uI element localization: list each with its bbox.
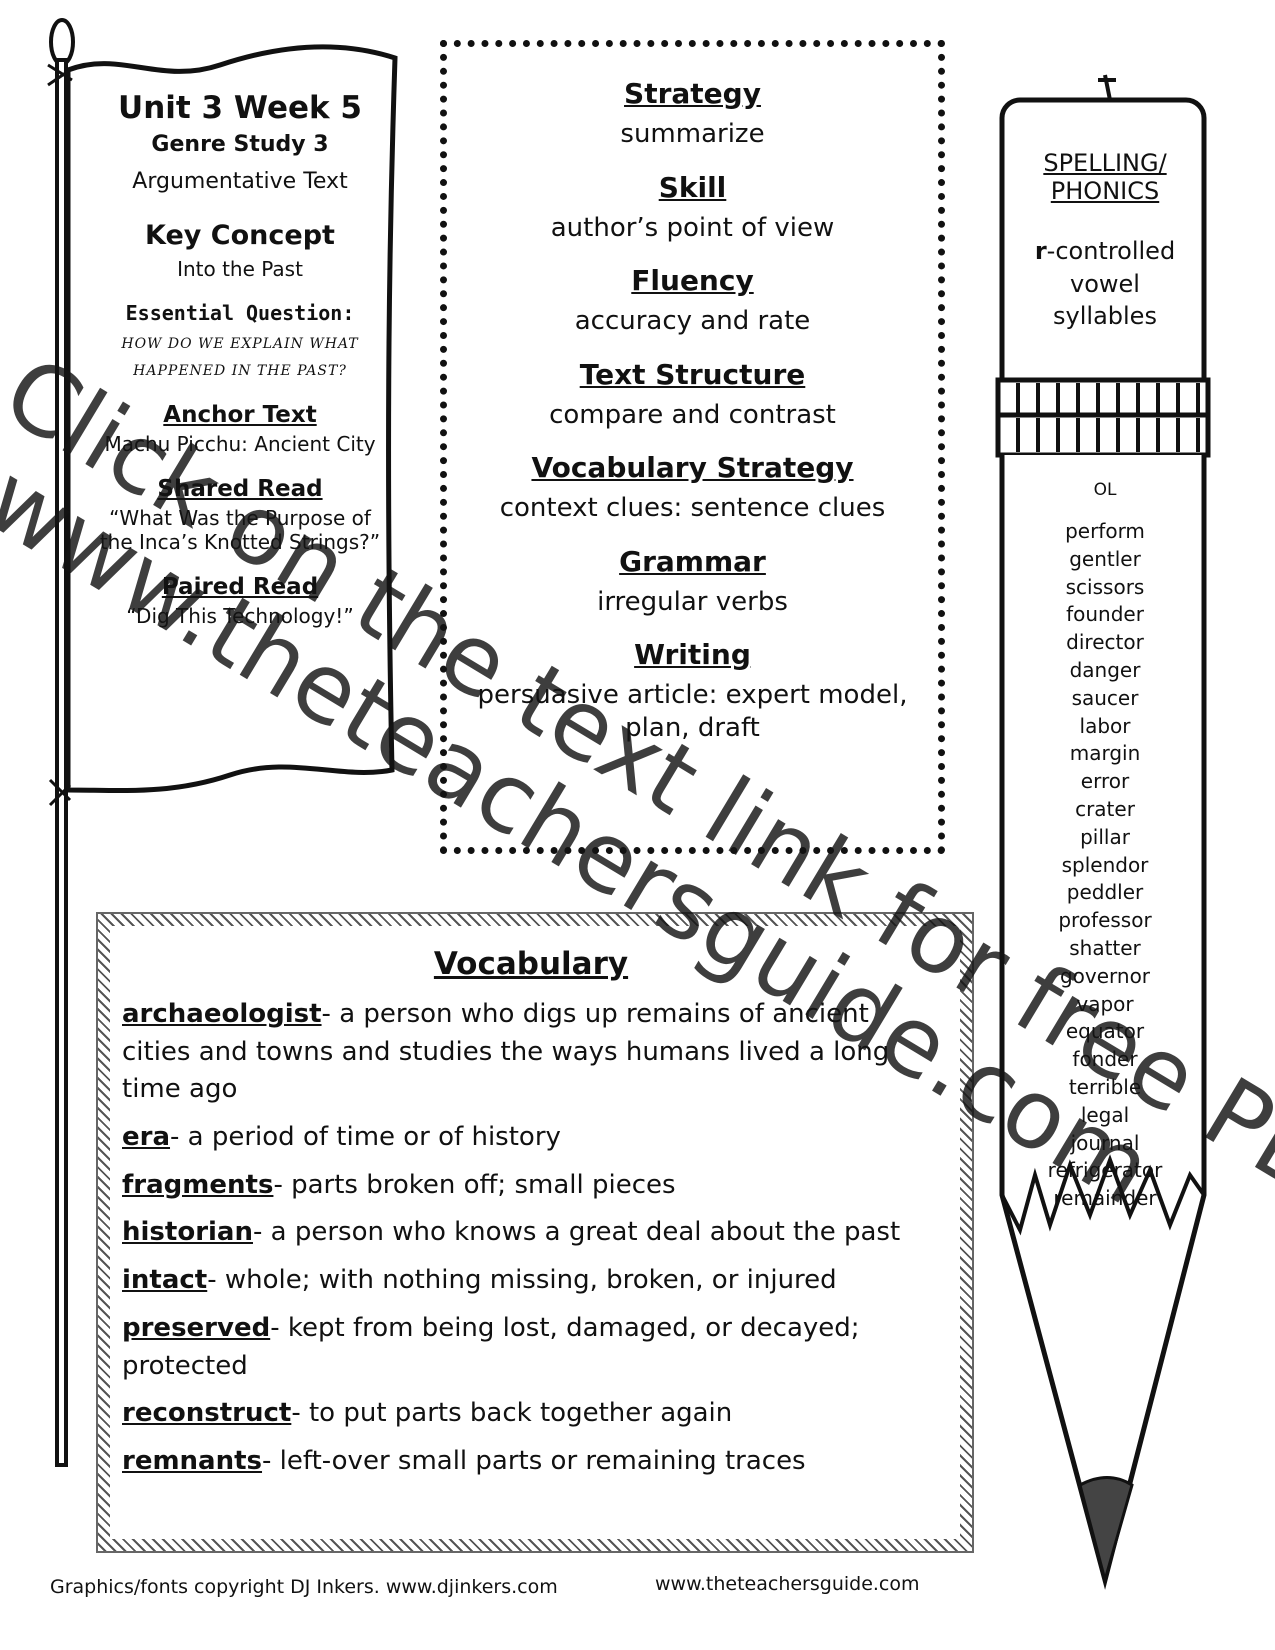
spelling-word: fonder: [1072, 1047, 1138, 1072]
spelling-word: pillar: [1080, 824, 1130, 849]
vocab-definition: - parts broken off; small pieces: [273, 1169, 676, 1200]
essential-question-label: Essential Question:: [125, 301, 355, 325]
spelling-word: remainder: [1053, 1186, 1157, 1211]
vocab-term: archaeologist: [122, 999, 322, 1029]
key-concept: Into the Past: [177, 257, 303, 281]
vocab-term: remnants: [122, 1445, 263, 1476]
essential-question-line2: happened in the past?: [133, 362, 347, 379]
spelling-word: shatter: [1069, 935, 1141, 960]
vocab-entry: historian- a person who knows a great de…: [122, 1214, 940, 1252]
pattern-letter: r: [1034, 237, 1047, 266]
spelling-word: professor: [1058, 908, 1152, 933]
shared-read: “What Was the Purpose of the Inca’s Knot…: [99, 506, 381, 555]
vocab-definition: - kept from being lost, damaged, or deca…: [122, 1312, 860, 1381]
level-label: OL: [1093, 480, 1117, 500]
vocabulary-box: Vocabulary archaeologist- a person who d…: [96, 912, 974, 1553]
spelling-title-line2: PHONICS: [1050, 176, 1160, 205]
unit-title: Unit 3 Week 5: [118, 90, 362, 126]
vocab-entry: preserved- kept from being lost, damaged…: [122, 1310, 940, 1385]
vocab-entry: remnants- left-over small parts or remai…: [122, 1443, 940, 1481]
phonics-pattern: r-controlled vowel syllables: [1010, 235, 1200, 332]
spelling-word: journal: [1070, 1130, 1140, 1155]
paired-read-label: Paired Read: [161, 574, 319, 601]
spelling-word: error: [1080, 769, 1130, 794]
spelling-title-line1: SPELLING/: [1043, 149, 1167, 177]
vocab-definition: - a person who knows a great deal about …: [252, 1217, 901, 1248]
vocab-term: reconstruct: [122, 1398, 292, 1429]
vocabulary-heading: Vocabulary: [433, 946, 629, 982]
footer-website-link[interactable]: www.theteachersguide.com: [655, 1573, 920, 1595]
writing-label: Writing: [634, 638, 751, 671]
fluency-value: accuracy and rate: [574, 306, 811, 336]
phonics-pattern-line2: vowel: [1070, 269, 1140, 298]
key-concept-label: Key Concept: [145, 220, 335, 251]
vocab-definition: - to put parts back together again: [291, 1398, 733, 1429]
spelling-phonics-panel: SPELLING/ PHONICS r-controlled vowel syl…: [1010, 149, 1200, 332]
spelling-word: peddler: [1066, 880, 1144, 905]
flag-banner-graphic: [47, 18, 398, 1467]
vocabulary-strategy-label: Vocabulary Strategy: [531, 451, 854, 484]
vocab-entry: reconstruct- to put parts back together …: [122, 1395, 940, 1433]
spelling-word: governor: [1059, 963, 1151, 988]
skill-label: Skill: [658, 170, 727, 204]
strategy-value: summarize: [620, 119, 765, 149]
spelling-word: founder: [1066, 602, 1144, 627]
spelling-word: perform: [1065, 519, 1145, 543]
spelling-word: margin: [1069, 741, 1141, 766]
spelling-word: gentler: [1069, 546, 1141, 571]
spelling-word: crater: [1075, 796, 1135, 821]
pencil-graphic: [995, 74, 1211, 1590]
vocabulary-strategy-value: context clues: sentence clues: [499, 493, 886, 523]
spelling-word: splendor: [1061, 852, 1149, 877]
essential-question-line1: How do we explain what: [121, 336, 359, 352]
pattern-rest: -controlled: [1046, 237, 1176, 266]
grammar-label: Grammar: [619, 544, 766, 578]
skill-value: author’s point of view: [550, 212, 835, 243]
spelling-word: danger: [1069, 657, 1141, 682]
spelling-word-list: OL perform gentler scissors founder dire…: [1010, 480, 1200, 1213]
grammar-value: irregular verbs: [597, 586, 788, 617]
text-structure-label: Text Structure: [579, 357, 806, 391]
paired-read: “Dig This Technology!”: [126, 604, 354, 629]
spelling-word: saucer: [1071, 685, 1139, 710]
vocab-definition: - left-over small parts or remaining tra…: [262, 1445, 806, 1476]
phonics-pattern-line1: r-controlled: [1010, 235, 1200, 267]
vocab-definition: - whole; with nothing missing, broken, o…: [207, 1265, 837, 1296]
strategy-label: Strategy: [624, 77, 761, 110]
footer-copyright: Graphics/fonts copyright DJ Inkers. www.…: [50, 1576, 558, 1598]
spelling-word: director: [1066, 630, 1144, 655]
vocab-definition: - a period of time or of history: [170, 1122, 561, 1153]
vocab-term: fragments: [122, 1169, 274, 1200]
vocab-term: preserved: [122, 1312, 271, 1343]
anchor-text: Machu Picchu: Ancient City: [104, 432, 376, 457]
fluency-label: Fluency: [631, 264, 754, 297]
vocab-term: intact: [122, 1265, 208, 1296]
genre: Argumentative Text: [132, 169, 348, 194]
spelling-word: legal: [1080, 1102, 1130, 1127]
skills-box: Strategy summarize Skill author’s point …: [440, 40, 945, 854]
shared-read-label: Shared Read: [157, 476, 323, 503]
spelling-word: equator: [1065, 1019, 1145, 1044]
flag-banner: Unit 3 Week 5 Genre Study 3 Argumentativ…: [95, 90, 385, 648]
genre-study: Genre Study 3: [151, 132, 329, 157]
spelling-word: vapor: [1076, 991, 1134, 1016]
spelling-word: labor: [1079, 713, 1131, 738]
spelling-word: terrible: [1068, 1074, 1142, 1099]
spelling-word: scissors: [1065, 574, 1145, 599]
vocab-entry: archaeologist- a person who digs up rema…: [122, 996, 940, 1109]
phonics-pattern-line3: syllables: [1053, 301, 1157, 330]
spelling-word: refrigerator: [1047, 1158, 1163, 1183]
vocab-term: era: [122, 1122, 171, 1153]
vocab-entry: fragments- parts broken off; small piece…: [122, 1167, 940, 1205]
vocab-entry: era- a period of time or of history: [122, 1119, 940, 1157]
anchor-text-label: Anchor Text: [163, 402, 317, 429]
essential-question: How do we explain what happened in the p…: [95, 331, 385, 384]
vocab-term: historian: [122, 1217, 253, 1248]
text-structure-value: compare and contrast: [549, 399, 836, 430]
vocab-definition: - a person who digs up remains of ancien…: [122, 999, 890, 1105]
writing-value: persuasive article: expert model, plan, …: [477, 680, 908, 743]
vocab-entry: intact- whole; with nothing missing, bro…: [122, 1262, 940, 1300]
